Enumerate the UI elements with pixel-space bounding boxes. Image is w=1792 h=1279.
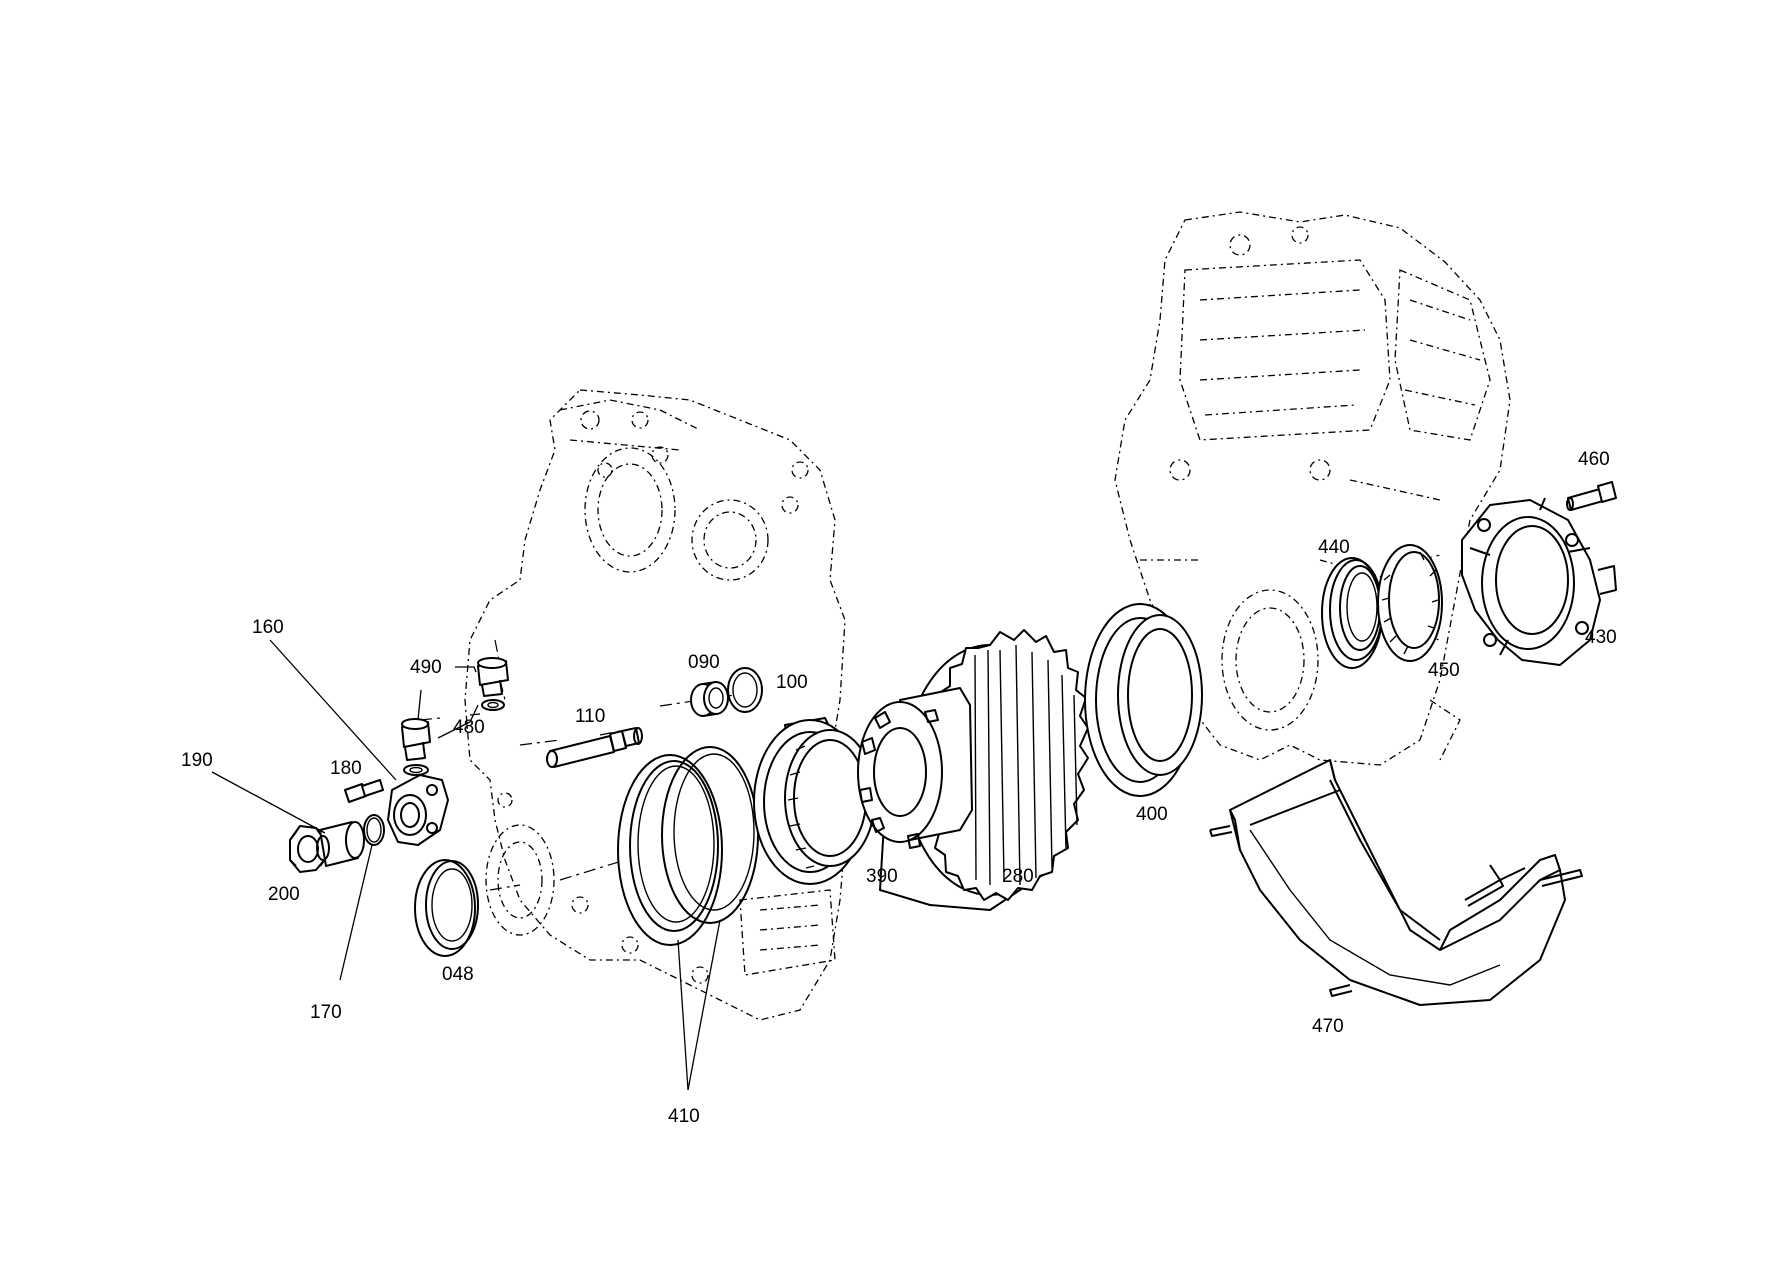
label-450: 450 [1428,660,1460,681]
label-280: 280 [1002,866,1034,887]
part-180-screw[interactable] [344,779,384,803]
part-190-sleeve[interactable] [316,821,365,867]
part-048-seal-ring[interactable] [414,859,479,957]
label-048: 048 [442,964,474,985]
part-410-shim-outer[interactable] [617,754,723,946]
label-190: 190 [181,750,213,771]
part-430-cover[interactable] [1461,497,1617,666]
label-160: 160 [252,617,284,638]
label-470: 470 [1312,1016,1344,1037]
label-480: 480 [453,717,485,738]
front-housing-outline [464,389,846,1021]
rear-housing-outline [1114,211,1511,766]
part-470-guard-plate[interactable] [1209,759,1583,1006]
part-480-seal-ring-b[interactable] [481,699,505,711]
part-160-valve-housing[interactable] [387,774,449,846]
label-390: 390 [866,866,898,887]
part-090-bush[interactable] [690,681,729,717]
part-110-stud-bolt[interactable] [546,727,643,768]
label-110: 110 [575,706,605,727]
label-170: 170 [310,1002,342,1023]
label-180: 180 [330,758,362,779]
label-430: 430 [1585,627,1617,648]
part-460-hex-screw[interactable] [1566,481,1617,511]
leader-lines [211,639,721,1091]
part-400-bearing[interactable] [1084,603,1203,797]
part-480-seal-ring-a[interactable] [403,764,429,776]
label-090: 090 [688,652,720,673]
part-390-bearing[interactable] [753,717,876,885]
part-100-circlip[interactable] [727,667,763,713]
label-410: 410 [668,1106,700,1127]
part-440-shaft-seal[interactable] [1321,557,1383,669]
part-170-o-ring[interactable] [363,814,385,846]
label-440: 440 [1318,537,1350,558]
part-450-gasket[interactable] [1377,544,1443,662]
part-280-gear[interactable] [857,629,1089,911]
label-400: 400 [1136,804,1168,825]
label-490: 490 [410,657,442,678]
label-460: 460 [1578,449,1610,470]
part-490-screw-plug-b[interactable] [477,657,509,697]
label-200: 200 [268,884,300,905]
part-labels: 048 090 100 110 160 170 180 190 200 280 … [181,449,1617,1127]
label-100: 100 [776,672,808,693]
part-490-screw-plug-a[interactable] [401,718,431,761]
